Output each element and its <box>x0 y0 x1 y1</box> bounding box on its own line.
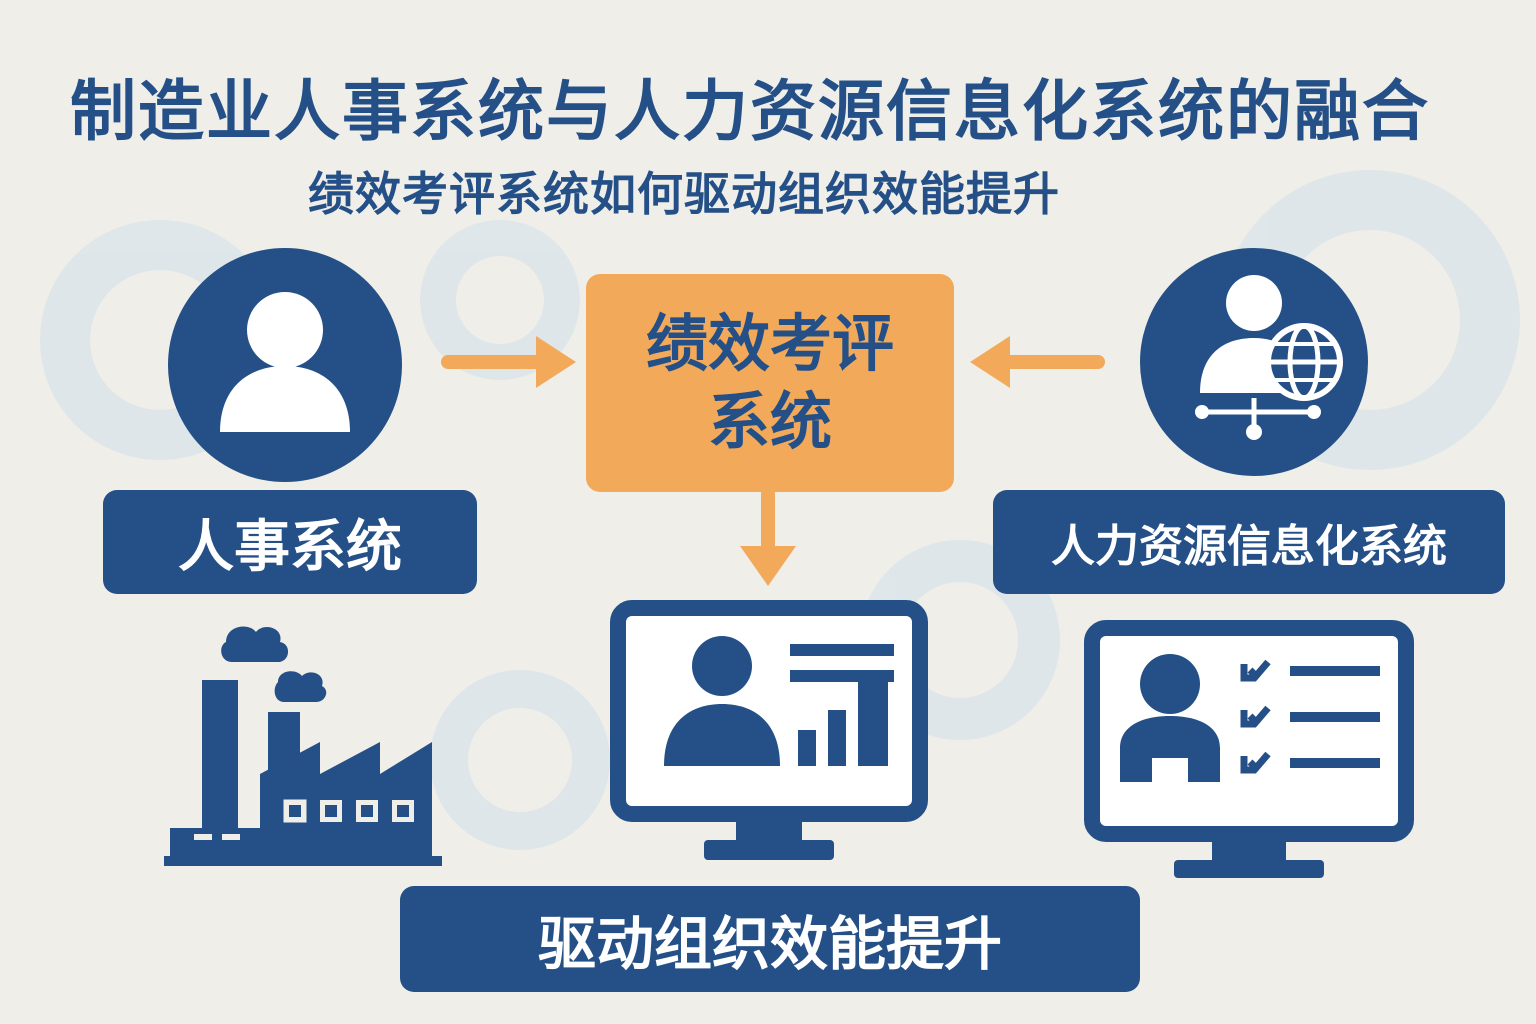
monitor-person-checklist-icon <box>1084 620 1414 878</box>
hr-information-system-label: 人力资源信息化系统 <box>993 490 1505 594</box>
drive-efficiency-label: 驱动组织效能提升 <box>400 886 1140 992</box>
page-subtitle: 绩效考评系统如何驱动组织效能提升 <box>308 167 1060 221</box>
page-title: 制造业人事系统与人力资源信息化系统的融合 <box>70 73 1430 150</box>
center-box-line2: 系统 <box>707 385 832 458</box>
hr-system-label: 人事系统 <box>103 490 477 594</box>
gear-icon <box>430 670 610 850</box>
person-icon <box>168 248 402 482</box>
arrow-down-icon <box>740 490 796 586</box>
arrow-right-icon <box>441 336 576 388</box>
center-box-line1: 绩效考评 <box>645 307 894 380</box>
arrow-left-icon <box>970 336 1105 388</box>
person-globe-network-icon <box>1140 248 1368 476</box>
factory-icon <box>164 626 442 866</box>
performance-evaluation-box: 绩效考评 系统 <box>586 274 954 492</box>
monitor-person-bar-chart-icon <box>610 600 928 860</box>
